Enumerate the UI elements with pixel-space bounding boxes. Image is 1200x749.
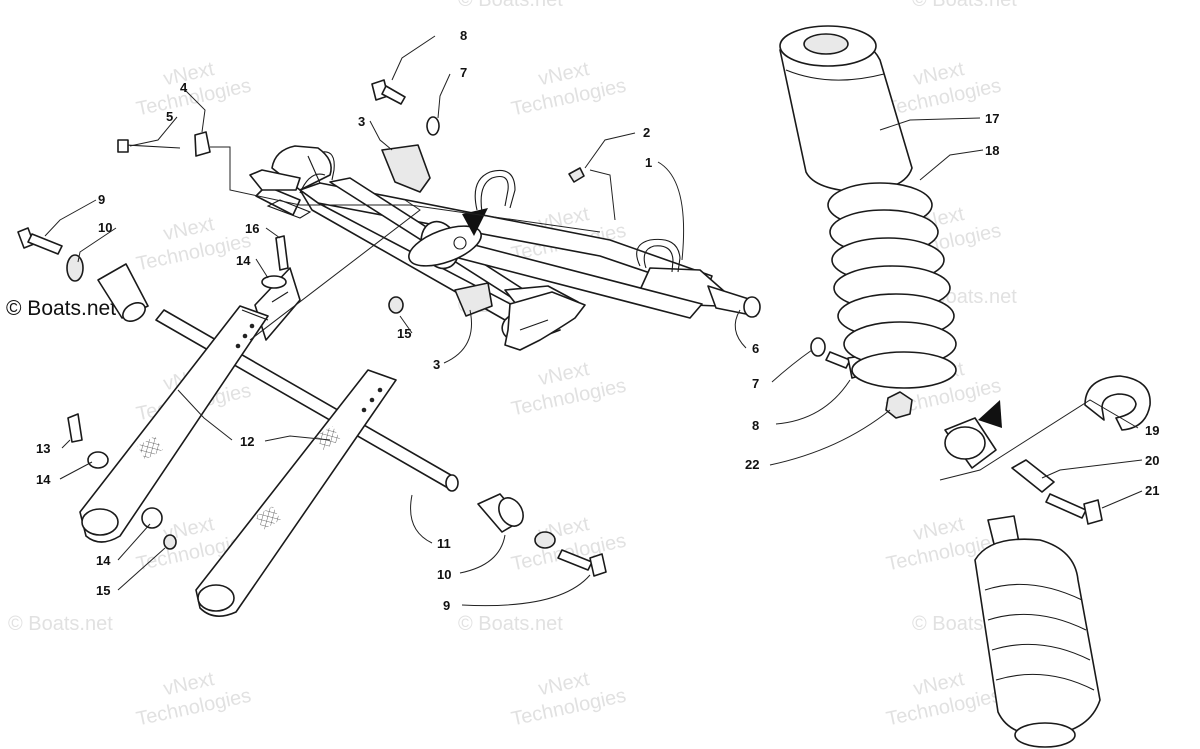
callout-4: 4	[180, 80, 188, 95]
callout-17: 17	[985, 111, 999, 126]
callout-15: 15	[96, 583, 110, 598]
spacer-10-upper	[66, 254, 84, 282]
callout-6: 6	[752, 341, 759, 356]
rivet-5	[125, 144, 181, 149]
callout-18: 18	[985, 143, 999, 158]
callout-19: 19	[1145, 423, 1159, 438]
watermark-vendor: vNext Technologies	[884, 668, 1003, 731]
callout-11: 11	[437, 536, 451, 551]
watermark-vendor: vNext Technologies	[134, 213, 253, 276]
callout-14: 14	[236, 253, 251, 268]
callout-3: 3	[433, 357, 440, 372]
callout-21: 21	[1145, 483, 1159, 498]
clip-4	[194, 131, 211, 157]
callout-8: 8	[460, 28, 467, 43]
suspension-assembly	[17, 25, 1151, 748]
shock-assembly	[779, 25, 1101, 748]
callout-22: 22	[745, 457, 759, 472]
washer-14-center	[261, 275, 287, 289]
watermark-site: © Boats.net	[458, 0, 563, 11]
callout-13: 13	[36, 441, 50, 456]
callout-7: 7	[752, 376, 759, 391]
callout-5: 5	[166, 109, 173, 124]
washer-7-upper	[426, 116, 440, 136]
callout-14: 14	[96, 553, 111, 568]
callout-20: 20	[1145, 453, 1159, 468]
washer-14-left	[87, 451, 109, 469]
callout-7: 7	[460, 65, 467, 80]
callout-1: 1	[645, 155, 652, 170]
wear-pad-lower	[454, 282, 493, 317]
washer-7-lower	[810, 337, 826, 357]
leader-lines	[44, 35, 1143, 607]
nut-2	[568, 167, 585, 183]
spacer-10-lower	[534, 531, 556, 549]
spring-clip-19	[1084, 375, 1151, 431]
watermark-site: © Boats.net	[8, 613, 113, 635]
callout-14: 14	[36, 472, 51, 487]
copyright-label: © Boats.net	[6, 297, 116, 320]
bolt-16	[275, 235, 289, 271]
callout-15: 15	[397, 326, 411, 341]
callout-9: 9	[443, 598, 450, 613]
bolt-9-lower	[557, 549, 607, 577]
bolt-21	[1045, 493, 1103, 525]
nut-15-lower	[163, 534, 177, 550]
watermark-vendor: vNext Technologies	[134, 58, 253, 121]
watermark-vendor: vNext Technologies	[884, 58, 1003, 121]
sleeve-20	[1011, 459, 1055, 493]
wear-pad-upper	[381, 144, 431, 193]
shock-body	[944, 417, 1101, 748]
callout-16: 16	[245, 221, 259, 236]
watermark-vendor: vNext Technologies	[509, 668, 628, 731]
washer-14-lower	[141, 507, 163, 529]
callout-10: 10	[437, 567, 451, 582]
arm-12-right	[195, 369, 397, 617]
callout-labels: 8 7 3 4 5 2 1 9 10 16 14 15 3 6 7 8 12 1…	[36, 28, 1159, 613]
watermark-vendor: vNext Technologies	[134, 668, 253, 731]
callout-12: 12	[240, 434, 254, 449]
nut-15-center	[388, 296, 404, 314]
bolt-13	[67, 413, 83, 443]
arm-12-left	[79, 305, 269, 543]
bolt-9-upper	[17, 227, 63, 255]
watermark-site: © Boats.net	[458, 613, 563, 635]
bolt-8-upper	[371, 79, 406, 105]
callout-3: 3	[358, 114, 365, 129]
watermark-vendor: vNext Technologies	[509, 358, 628, 421]
watermark-site: © Boats.net	[912, 0, 1017, 11]
watermark-vendor: vNext Technologies	[509, 58, 628, 121]
callout-10: 10	[98, 220, 112, 235]
direction-arrow-icon	[978, 400, 1002, 428]
callout-2: 2	[643, 125, 650, 140]
rear-arm-frame	[249, 145, 761, 351]
callout-9: 9	[98, 192, 105, 207]
nut-22	[885, 391, 913, 419]
callout-8: 8	[752, 418, 759, 433]
shock-spring-18	[827, 182, 957, 389]
